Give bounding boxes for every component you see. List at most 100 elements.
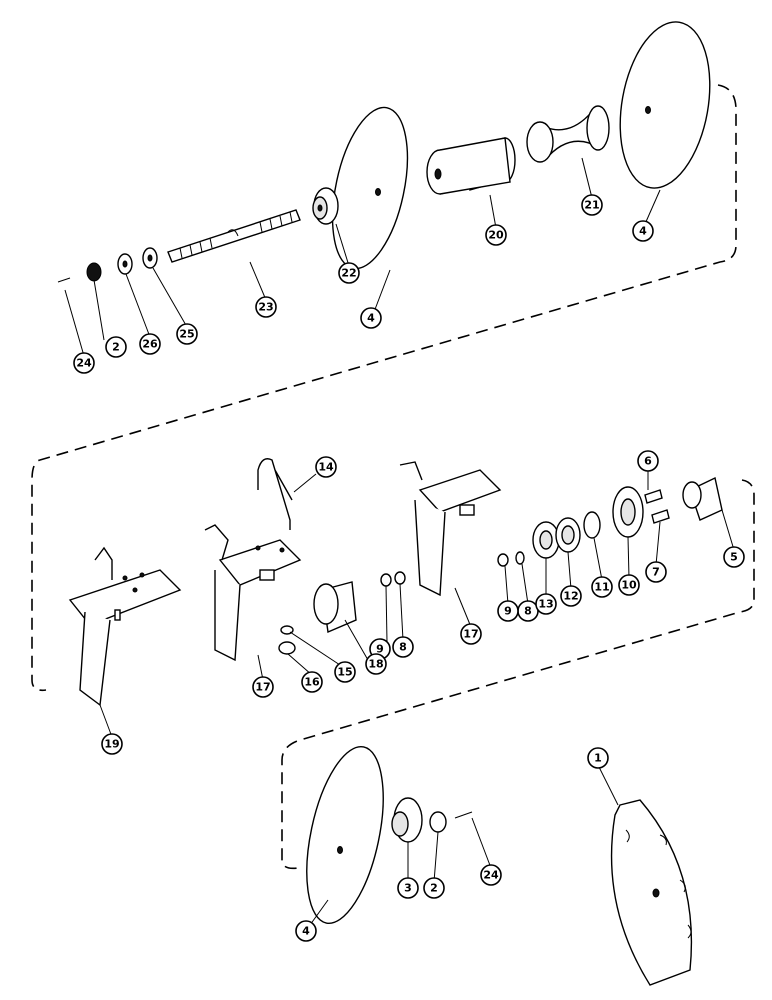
svg-text:5: 5: [730, 551, 738, 564]
svg-text:16: 16: [304, 676, 320, 689]
bracket-17-left: [204, 524, 302, 662]
callout-5: 5: [723, 546, 745, 568]
callout-23: 23: [255, 296, 277, 318]
svg-text:8: 8: [524, 605, 532, 618]
svg-text:9: 9: [504, 605, 512, 618]
bearing-housing-18: [313, 581, 357, 634]
svg-text:4: 4: [639, 225, 647, 238]
svg-text:1: 1: [594, 752, 602, 765]
dust-cap-5: [682, 476, 723, 521]
bearing-cup-3: [391, 797, 423, 843]
svg-text:13: 13: [538, 598, 553, 611]
bolt-6: [644, 489, 663, 504]
svg-text:11: 11: [594, 581, 609, 594]
disc-blade-lower: [306, 745, 384, 925]
svg-text:12: 12: [563, 590, 578, 603]
svg-text:8: 8: [399, 641, 407, 654]
spool-spacer-tapered: [526, 105, 610, 163]
leader-lines: [64, 157, 735, 926]
callout-4: 4: [360, 307, 382, 329]
svg-text:24: 24: [76, 357, 92, 370]
svg-text:7: 7: [652, 566, 660, 579]
callout-10: 10: [618, 574, 640, 596]
bearing-cup: [312, 187, 339, 225]
svg-text:18: 18: [368, 658, 383, 671]
callout-21: 21: [581, 194, 603, 216]
svg-text:21: 21: [584, 199, 599, 212]
bolt-7: [651, 509, 670, 524]
svg-text:4: 4: [302, 925, 310, 938]
svg-text:9: 9: [376, 643, 384, 656]
bracket-19: [68, 546, 182, 707]
u-bolt: [257, 458, 293, 530]
svg-text:3: 3: [404, 882, 412, 895]
washer-9-left: [380, 573, 392, 587]
svg-text:25: 25: [179, 328, 194, 341]
disc-blade-upper-left: [331, 106, 409, 270]
callout-4: 4: [295, 920, 317, 942]
callout-15: 15: [334, 661, 356, 683]
svg-text:2: 2: [112, 341, 120, 354]
svg-text:22: 22: [341, 267, 356, 280]
group-boundary-top: [31, 84, 737, 692]
callout-1: 1: [587, 747, 609, 769]
bearing-12: [555, 517, 581, 553]
callout-17: 17: [460, 623, 482, 645]
axle-shaft: [167, 209, 301, 263]
castle-nut-bottom: [429, 811, 447, 833]
svg-text:23: 23: [258, 301, 273, 314]
castle-nut-top: [86, 262, 102, 282]
callout-24: 24: [73, 352, 95, 374]
svg-text:19: 19: [104, 738, 119, 751]
callout-22: 22: [338, 262, 360, 284]
svg-text:17: 17: [463, 628, 478, 641]
svg-text:15: 15: [337, 666, 352, 679]
flange-13: [532, 521, 560, 559]
washer-26: [117, 253, 133, 275]
washer-25: [142, 247, 158, 269]
callout-17: 17: [252, 676, 274, 698]
disc-blade-upper-right: [619, 21, 711, 189]
flange-10: [612, 486, 644, 538]
washer-9-right: [497, 553, 509, 567]
hex-nut-16: [278, 641, 296, 655]
callout-24: 24: [480, 864, 502, 886]
callout-14: 14: [315, 456, 337, 478]
spool-spacer: [426, 137, 516, 195]
washer-8-right: [515, 551, 525, 565]
callout-13: 13: [535, 593, 557, 615]
callout-12: 12: [560, 585, 582, 607]
callout-25: 25: [176, 323, 198, 345]
callout-9: 9: [497, 600, 519, 622]
svg-text:14: 14: [318, 461, 334, 474]
svg-text:17: 17: [255, 681, 270, 694]
callout-4: 4: [632, 220, 654, 242]
svg-text:2: 2: [430, 882, 438, 895]
callout-16: 16: [301, 671, 323, 693]
callout-7: 7: [645, 561, 667, 583]
callout-18: 18: [365, 653, 387, 675]
svg-text:6: 6: [644, 455, 652, 468]
callout-2: 2: [105, 336, 127, 358]
notched-disc-blade: [610, 799, 693, 986]
callout-11: 11: [591, 576, 613, 598]
svg-text:26: 26: [142, 338, 158, 351]
callout-2: 2: [423, 877, 445, 899]
callout-3: 3: [397, 877, 419, 899]
callout-19: 19: [101, 733, 123, 755]
svg-text:4: 4: [367, 312, 375, 325]
cotter-pin-top: [57, 277, 71, 283]
bracket-17-right: [399, 461, 502, 597]
callout-26: 26: [139, 333, 161, 355]
washer-8-left: [394, 571, 406, 585]
svg-text:10: 10: [621, 579, 637, 592]
seal-11: [583, 511, 601, 539]
cotter-pin-bottom: [454, 811, 473, 819]
callout-8: 8: [392, 636, 414, 658]
callout-6: 6: [637, 450, 659, 472]
callout-20: 20: [485, 224, 507, 246]
callout-8: 8: [517, 600, 539, 622]
svg-text:24: 24: [483, 869, 499, 882]
